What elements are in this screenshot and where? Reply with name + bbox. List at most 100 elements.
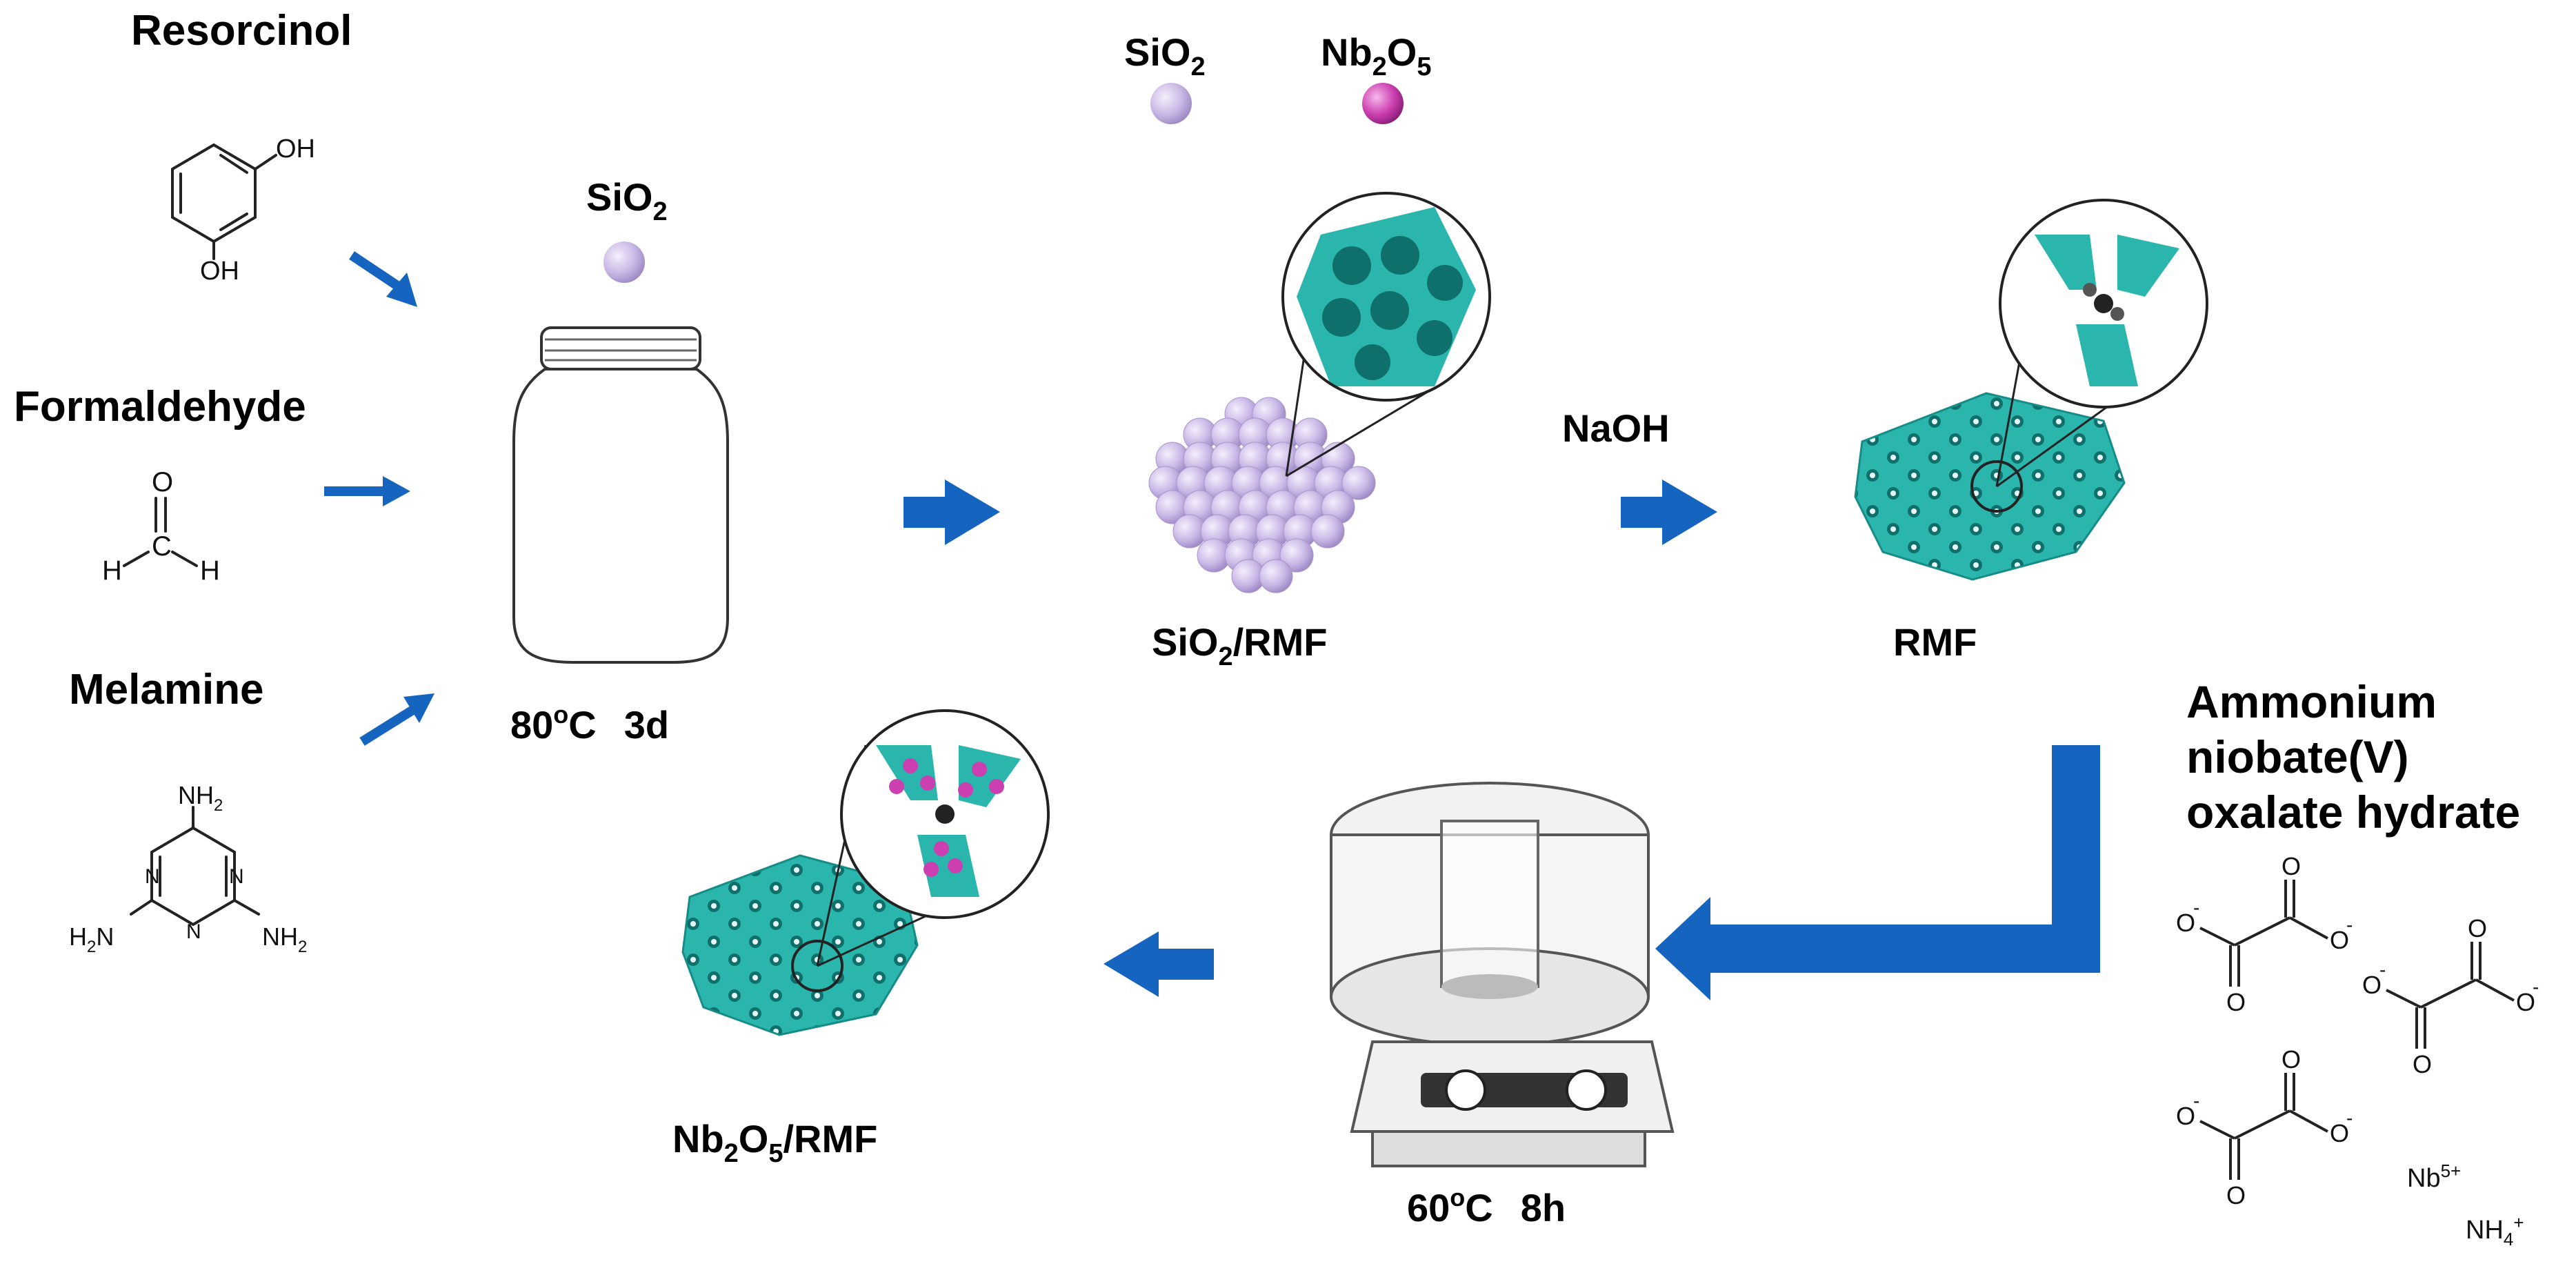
composite-tail: /RMF — [1233, 620, 1328, 664]
oxalate-atom: O — [2226, 988, 2246, 1016]
resorcinol-oh-top: OH — [276, 135, 315, 164]
step1-template-main: SiO — [586, 175, 652, 219]
reaction-jar-icon — [512, 326, 729, 664]
formaldehyde-structure: O C H H — [102, 467, 220, 586]
formaldehyde-h-right: H — [200, 555, 220, 586]
formaldehyde-label: Formaldehyde — [14, 383, 306, 431]
formaldehyde-arrow — [324, 476, 410, 506]
legend-niobia-sphere-icon — [1362, 83, 1404, 124]
rmf-framework — [1854, 392, 2126, 581]
silica-sphere-icon — [603, 241, 645, 283]
svg-text:NH4+: NH4+ — [2466, 1212, 2524, 1249]
composite-main: SiO — [1152, 620, 1218, 664]
formaldehyde-c: C — [152, 531, 172, 562]
oxalate-atom: - — [2193, 1090, 2199, 1111]
step1-time: 3d — [624, 703, 669, 747]
melamine-arrow — [359, 693, 435, 746]
melamine-h2n-sub: 2 — [87, 938, 96, 956]
precursor-line1: Ammonium — [2186, 676, 2437, 727]
composite-sub: 2 — [1218, 642, 1232, 671]
oxalate-bond — [2234, 1109, 2290, 1140]
silica-sphere — [1341, 466, 1376, 500]
arrow-step2-to-3 — [1621, 480, 1717, 545]
melamine-label: Melamine — [69, 666, 264, 713]
melamine-nh-right-sub: 2 — [298, 938, 307, 956]
resorcinol-label: Resorcinol — [131, 7, 352, 55]
step4-deg: o — [1450, 1183, 1465, 1212]
formaldehyde-o: O — [152, 467, 173, 497]
nb-ion-charge: 5+ — [2441, 1160, 2462, 1181]
step1-temp: 80 — [510, 703, 553, 747]
svg-text:NH2: NH2 — [262, 922, 307, 956]
arrow-step4-to-final — [1104, 931, 1214, 997]
svg-text:SiO2: SiO2 — [586, 175, 668, 226]
svg-text:Nb2O5/RMF: Nb2O5/RMF — [672, 1117, 877, 1168]
nh4-ion: NH — [2466, 1216, 2504, 1245]
svg-text:Nb5+: Nb5+ — [2407, 1160, 2461, 1193]
step1-template-sub: 2 — [652, 197, 667, 226]
svg-text:SiO2/RMF: SiO2/RMF — [1152, 620, 1327, 671]
legend-silica-main: SiO — [1124, 30, 1190, 74]
oxalate-atom: O — [2226, 1181, 2246, 1209]
silica-sphere — [1259, 559, 1293, 593]
oxalate-bond — [2420, 978, 2477, 1009]
resorcinol-oh-bottom: OH — [200, 257, 239, 286]
oxalate-atom: O — [2413, 1050, 2432, 1078]
oxalate-bond — [2475, 978, 2515, 1002]
final-sub1: 2 — [724, 1139, 739, 1168]
legend-silica-sub: 2 — [1190, 52, 1205, 81]
oxalate-bond — [2199, 927, 2235, 947]
zoom-inset-rmf — [1995, 199, 2208, 488]
step4-temp: 60 — [1407, 1186, 1450, 1229]
oxalate-atom: - — [2346, 1107, 2353, 1129]
oxalate-atom: O — [2282, 1045, 2301, 1074]
resorcinol-structure: OH OH — [171, 135, 315, 286]
oxalate-atom: O — [2362, 971, 2382, 999]
naoh-label: NaOH — [1562, 406, 1670, 450]
formaldehyde-h-left: H — [102, 555, 122, 586]
silica-sphere — [1310, 514, 1345, 548]
nb2o5-rmf-framework — [681, 854, 919, 1036]
final-tail: /RMF — [783, 1117, 878, 1160]
resorcinol-arrow — [349, 251, 417, 307]
oxalate-atom: O — [2468, 914, 2487, 942]
melamine-h2n-h: H — [69, 922, 87, 951]
precursor-line3: oxalate hydrate — [2186, 787, 2520, 838]
melamine-nh-top: NH — [178, 781, 214, 809]
step4-time: 8h — [1521, 1186, 1566, 1229]
oxalate-atom: O — [2176, 909, 2195, 937]
nh4-ion-charge: + — [2513, 1212, 2524, 1233]
nb-ion: Nb — [2407, 1164, 2441, 1193]
oxalate-atom: O — [2516, 988, 2535, 1016]
legend-niobia-sub2: 5 — [1417, 52, 1431, 81]
legend-niobia-nb: Nb — [1321, 30, 1372, 74]
melamine-nh-top-sub: 2 — [214, 796, 223, 815]
arrow-step3-to-4 — [1655, 745, 2100, 1000]
precursor-line2: niobate(V) — [2186, 731, 2409, 782]
oxalate-atom: O — [2176, 1102, 2195, 1130]
oxalate-atom: O — [2282, 852, 2301, 880]
svg-text:Nb2O5: Nb2O5 — [1321, 30, 1432, 81]
oxalate-bond — [2234, 916, 2290, 947]
melamine-ring-n-1: N — [145, 865, 160, 888]
oxalate-bond — [2289, 1109, 2328, 1133]
oxalate-atom: - — [2193, 897, 2199, 918]
zoom-inset-nb2o5 — [816, 709, 1050, 967]
step1-unit: C — [568, 703, 596, 747]
final-o: O — [739, 1117, 769, 1160]
arrow-step1-to-2 — [903, 480, 1000, 545]
final-nb: Nb — [672, 1117, 724, 1160]
legend-niobia-o: O — [1387, 30, 1417, 74]
oxalate-atom: - — [2533, 976, 2539, 998]
melamine-ring-n-3: N — [186, 920, 201, 943]
step1-deg: o — [553, 700, 568, 729]
svg-text:H2N: H2N — [69, 922, 114, 956]
legend-niobia-sub1: 2 — [1372, 52, 1387, 81]
svg-text:NH2: NH2 — [178, 781, 223, 815]
zoom-inset-silica — [1281, 192, 1491, 477]
oxalate-atom: - — [2346, 914, 2353, 936]
legend-silica-sphere-icon — [1150, 83, 1192, 124]
